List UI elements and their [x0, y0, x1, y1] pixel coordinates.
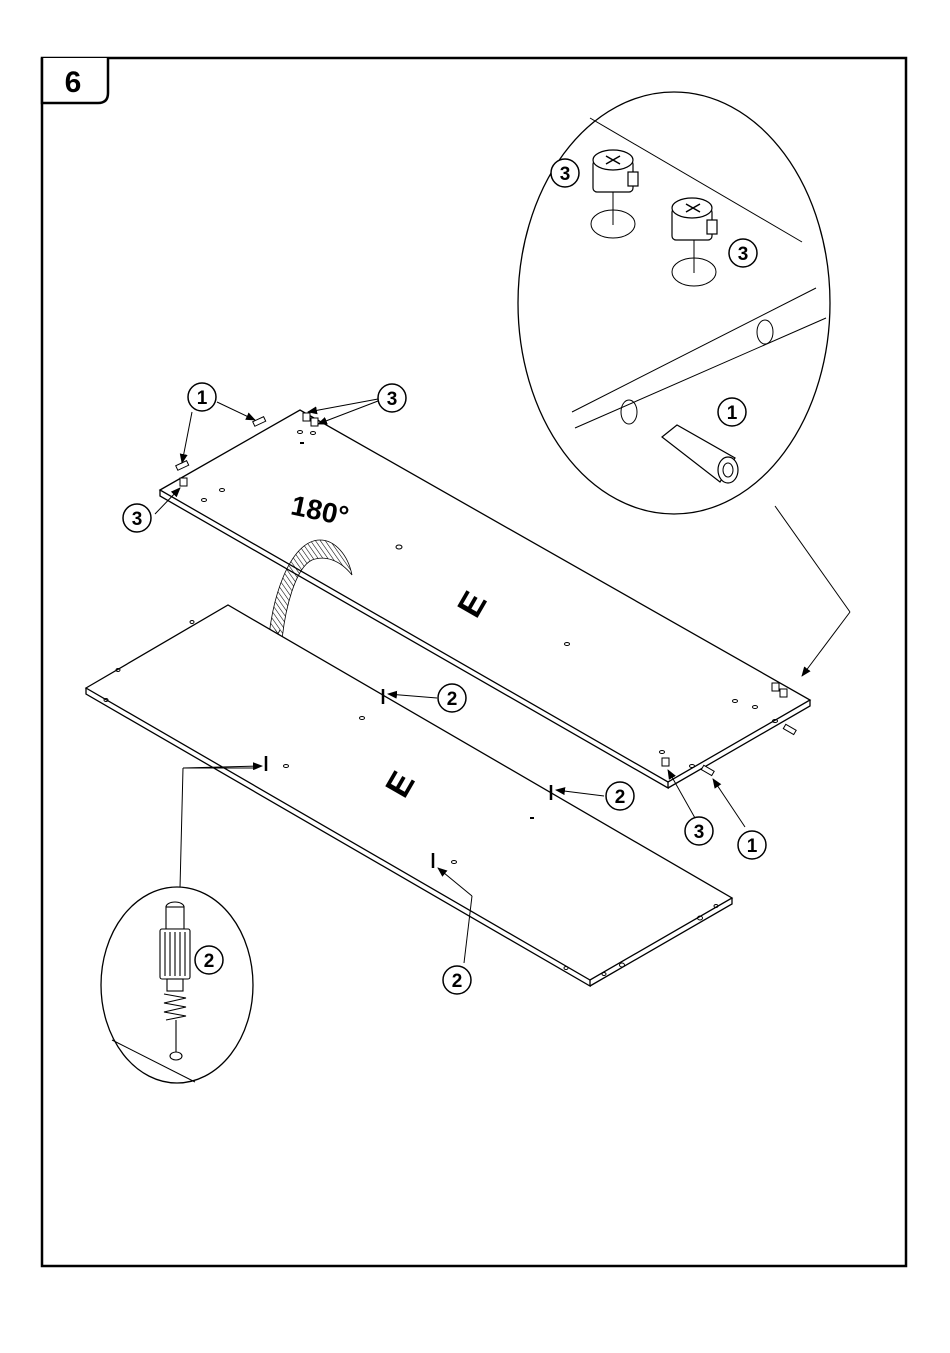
- callout-number: 1: [747, 836, 758, 857]
- callout-number: 2: [615, 787, 626, 808]
- callout-part-1: 1: [188, 383, 216, 411]
- callout-number: 3: [132, 509, 143, 530]
- callout-number: 3: [560, 164, 571, 185]
- callout-number: 1: [197, 388, 208, 409]
- detail-circle-lower: [101, 887, 253, 1083]
- callout-part-3: 3: [123, 504, 151, 532]
- detail-circle-upper: [518, 92, 830, 514]
- callout-number: 2: [452, 971, 463, 992]
- callout-part-3: 3: [685, 817, 713, 845]
- callout-part-1: 1: [738, 831, 766, 859]
- callout-part-2: 2: [606, 782, 634, 810]
- callout-number: 3: [694, 822, 705, 843]
- callout-part-3: 3: [551, 159, 579, 187]
- callout-number: 1: [727, 403, 738, 424]
- callout-number: 3: [738, 244, 749, 265]
- callout-number: 2: [204, 951, 215, 972]
- callout-part-2: 2: [438, 684, 466, 712]
- callout-number: 3: [387, 389, 398, 410]
- step-number: 6: [65, 66, 82, 99]
- callout-number: 2: [447, 689, 458, 710]
- callout-part-2: 2: [195, 946, 223, 974]
- callout-part-2: 2: [443, 966, 471, 994]
- callout-part-1: 1: [718, 398, 746, 426]
- callout-part-3: 3: [729, 239, 757, 267]
- callout-part-3: 3: [378, 384, 406, 412]
